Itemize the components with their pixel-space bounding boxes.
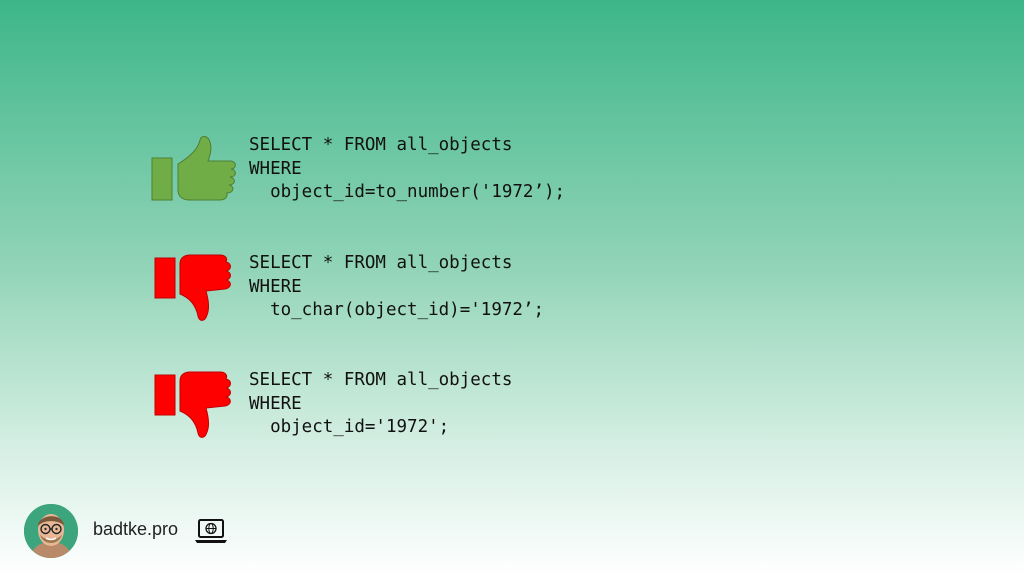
code-line: WHERE — [249, 158, 302, 179]
code-line: WHERE — [249, 276, 302, 297]
laptop-globe-icon — [195, 519, 227, 543]
thumbs-down-icon — [154, 371, 231, 438]
code-line: to_char(object_id)='1972’; — [249, 300, 545, 320]
code-line: object_id='1972'; — [249, 417, 450, 437]
code-line: object_id=to_number('1972’); — [249, 182, 566, 202]
person-portrait-icon — [24, 504, 78, 558]
code-line: SELECT * FROM all_objects — [249, 370, 513, 390]
code-line: SELECT * FROM all_objects — [249, 135, 513, 155]
thumbs-down-icon — [154, 254, 231, 321]
footer: badtke.pro — [24, 504, 344, 558]
code-line: SELECT * FROM all_objects — [249, 253, 513, 273]
code-line: WHERE — [249, 393, 302, 414]
thumbs-up-icon — [151, 136, 236, 201]
site-url[interactable]: badtke.pro — [93, 519, 179, 539]
avatar — [24, 504, 78, 558]
